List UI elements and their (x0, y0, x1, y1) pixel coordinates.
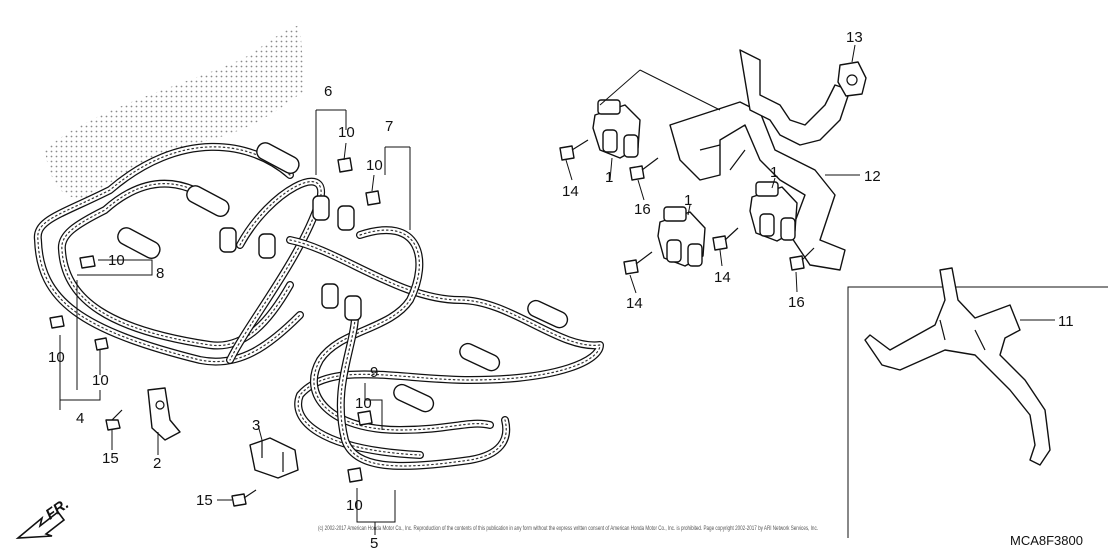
callout-10-left-b: 10 (92, 372, 109, 389)
callout-10-mid: 10 (355, 395, 372, 412)
bolts-14-16 (559, 139, 815, 275)
callout-10-top-a: 10 (338, 124, 355, 141)
callout-10-clip-8: 10 (108, 252, 125, 269)
callout-13: 13 (846, 29, 863, 46)
wire-clamp-3 (249, 437, 299, 479)
clips-10 (49, 157, 381, 483)
front-marker: FR. (43, 495, 73, 523)
callout-10-left-a: 10 (48, 349, 65, 366)
callout-10-bottom: 10 (346, 497, 363, 514)
callout-4: 4 (76, 410, 84, 427)
callout-11: 11 (1058, 313, 1074, 330)
ignition-coil-1-a (592, 99, 641, 159)
front-arrow-icon (15, 510, 66, 539)
callout-10-top-b: 10 (366, 157, 383, 174)
spark-plug-wire-set (33, 142, 604, 470)
callout-1-b: 1 (684, 192, 692, 209)
callout-9: 9 (370, 364, 378, 381)
engine-background-shade (45, 25, 305, 198)
callout-labels: 6 10 7 10 10 8 10 10 4 15 2 3 15 9 10 10… (48, 29, 1074, 552)
bolt-15-a (105, 409, 123, 431)
grommet-13 (837, 61, 867, 97)
leader-lines (59, 44, 1055, 535)
callout-8: 8 (156, 265, 164, 282)
bracket-11 (864, 267, 1051, 466)
callout-6: 6 (324, 83, 332, 100)
callout-12: 12 (864, 168, 881, 185)
wire-clamp-2 (147, 387, 181, 441)
callout-14-b: 14 (714, 269, 731, 286)
callout-14-a: 14 (562, 183, 579, 200)
diagram-code: MCA8F3800 (1010, 533, 1083, 548)
bolt-15-b (231, 489, 257, 507)
callout-7: 7 (385, 118, 393, 135)
callout-15-a: 15 (102, 450, 119, 467)
callout-2: 2 (153, 455, 161, 472)
callout-15-b: 15 (196, 492, 213, 509)
copyright-notice: (c) 2002-2017 American Honda Motor Co., … (318, 525, 818, 532)
ignition-coil-1-b (657, 206, 706, 267)
callout-14-c: 14 (626, 295, 643, 312)
callout-16-b: 16 (788, 294, 805, 311)
inset-frame (847, 286, 1108, 538)
callout-16-a: 16 (634, 201, 651, 218)
callout-3: 3 (252, 417, 260, 434)
callout-1-a: 1 (605, 169, 613, 186)
ignition-coil-1-c (749, 181, 798, 242)
callout-5: 5 (370, 535, 378, 552)
callout-1-c: 1 (770, 164, 778, 181)
